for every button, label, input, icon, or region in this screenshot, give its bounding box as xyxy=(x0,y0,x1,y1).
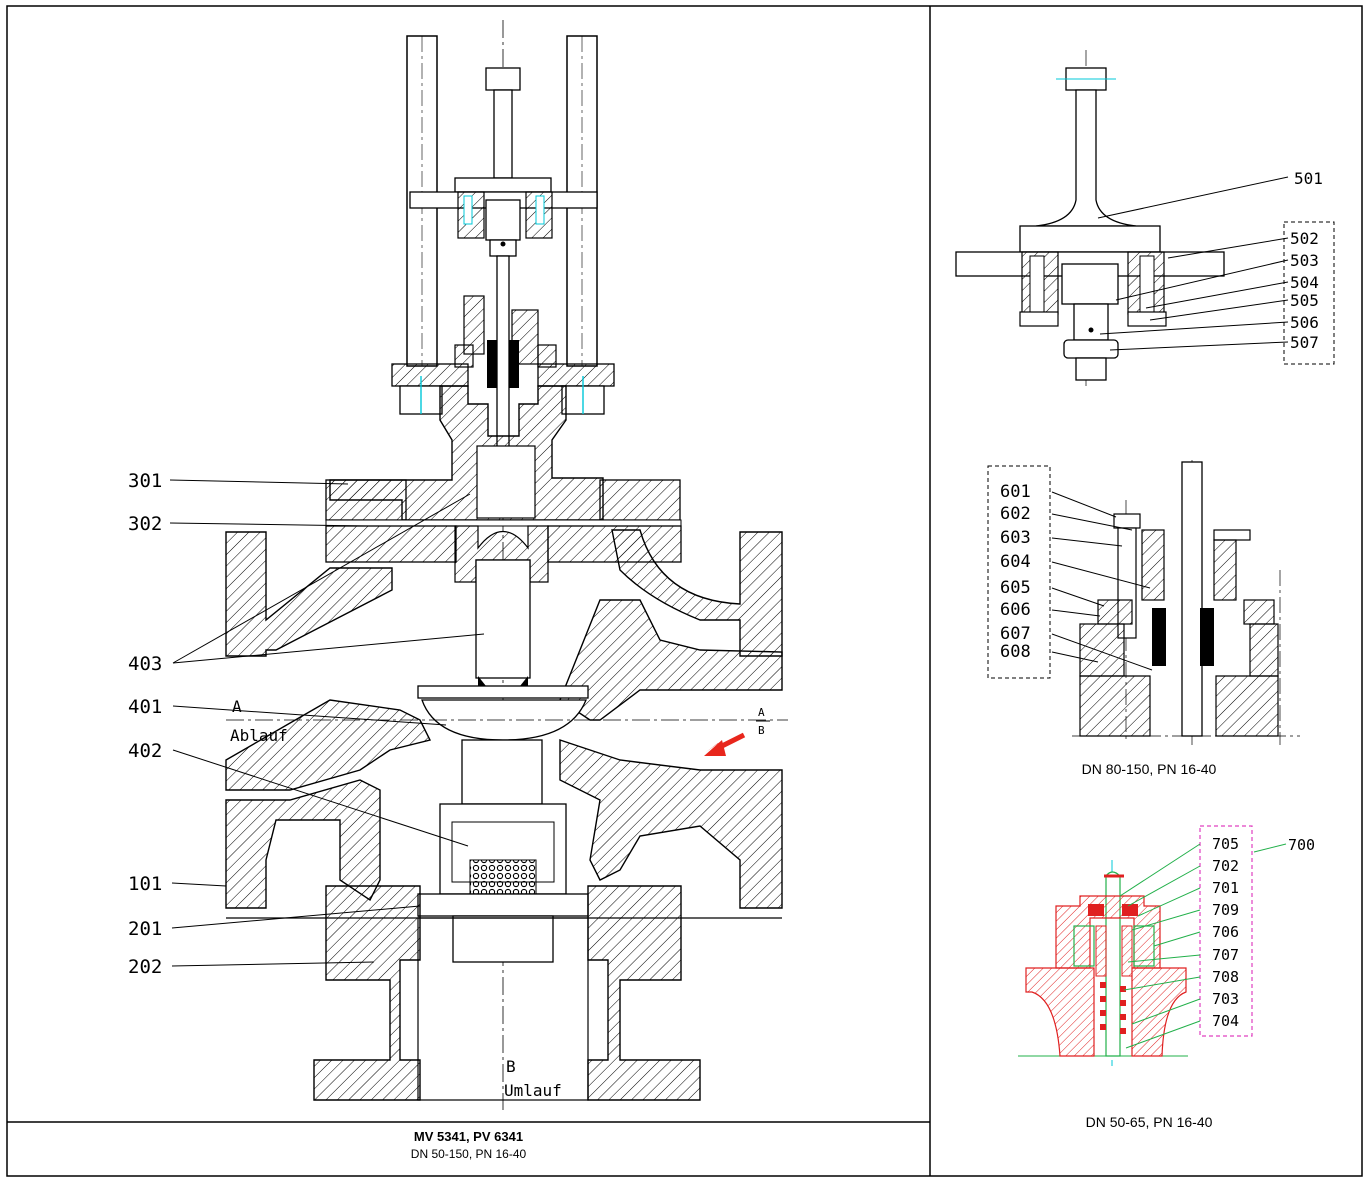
section-letter-a: A xyxy=(232,697,242,716)
port-label-ablauf: Ablauf xyxy=(230,726,288,745)
port-label-umlauf: Umlauf xyxy=(504,1081,562,1100)
label-507: 507 xyxy=(1290,333,1319,352)
label-706: 706 xyxy=(1212,923,1239,941)
label-504: 504 xyxy=(1290,273,1319,292)
main-valve-section: 301 302 403 401 402 101 201 202 A Ablauf… xyxy=(128,20,788,1110)
label-702: 702 xyxy=(1212,857,1239,875)
label-709: 709 xyxy=(1212,901,1239,919)
label-605: 605 xyxy=(1000,578,1031,598)
detail-packing-dn50-65: 705 702 701 709 706 707 708 703 704 700 xyxy=(1018,825,1315,1066)
label-704: 704 xyxy=(1212,1012,1239,1030)
port-letter-b: B xyxy=(506,1057,516,1076)
detail-middle-caption: DN 80-150, PN 16-40 xyxy=(1081,761,1217,777)
detail-bottom-caption: DN 50-65, PN 16-40 xyxy=(1085,1114,1213,1130)
label-201: 201 xyxy=(128,918,162,940)
label-503: 503 xyxy=(1290,251,1319,270)
label-606: 606 xyxy=(1000,600,1031,620)
main-drawing-title: MV 5341, PV 6341 xyxy=(413,1129,524,1144)
label-703: 703 xyxy=(1212,990,1239,1008)
section-marker-a: A xyxy=(758,706,765,719)
label-302: 302 xyxy=(128,513,162,535)
detail-packing-dn80-150: 601 602 603 604 605 606 607 608 xyxy=(987,460,1300,745)
label-403: 403 xyxy=(128,653,162,675)
section-marker-b: B xyxy=(758,724,765,737)
label-607: 607 xyxy=(1000,624,1031,644)
label-402: 402 xyxy=(128,740,162,762)
label-708: 708 xyxy=(1212,968,1239,986)
label-700-group: 700 xyxy=(1288,836,1315,854)
label-101: 101 xyxy=(128,873,162,895)
label-707: 707 xyxy=(1212,946,1239,964)
label-502: 502 xyxy=(1290,229,1319,248)
label-506: 506 xyxy=(1290,313,1319,332)
label-701: 701 xyxy=(1212,879,1239,897)
label-202: 202 xyxy=(128,956,162,978)
label-604: 604 xyxy=(1000,552,1031,572)
label-602: 602 xyxy=(1000,504,1031,524)
label-705: 705 xyxy=(1212,835,1239,853)
main-drawing-subtitle: DN 50-150, PN 16-40 xyxy=(410,1147,527,1161)
label-501: 501 xyxy=(1294,169,1323,188)
label-505: 505 xyxy=(1290,291,1319,310)
label-603: 603 xyxy=(1000,528,1031,548)
label-601: 601 xyxy=(1000,482,1031,502)
label-301: 301 xyxy=(128,470,162,492)
label-608: 608 xyxy=(1000,642,1031,662)
label-401: 401 xyxy=(128,696,162,718)
detail-stem-coupling: 501 502 503 504 505 506 507 xyxy=(955,50,1335,386)
